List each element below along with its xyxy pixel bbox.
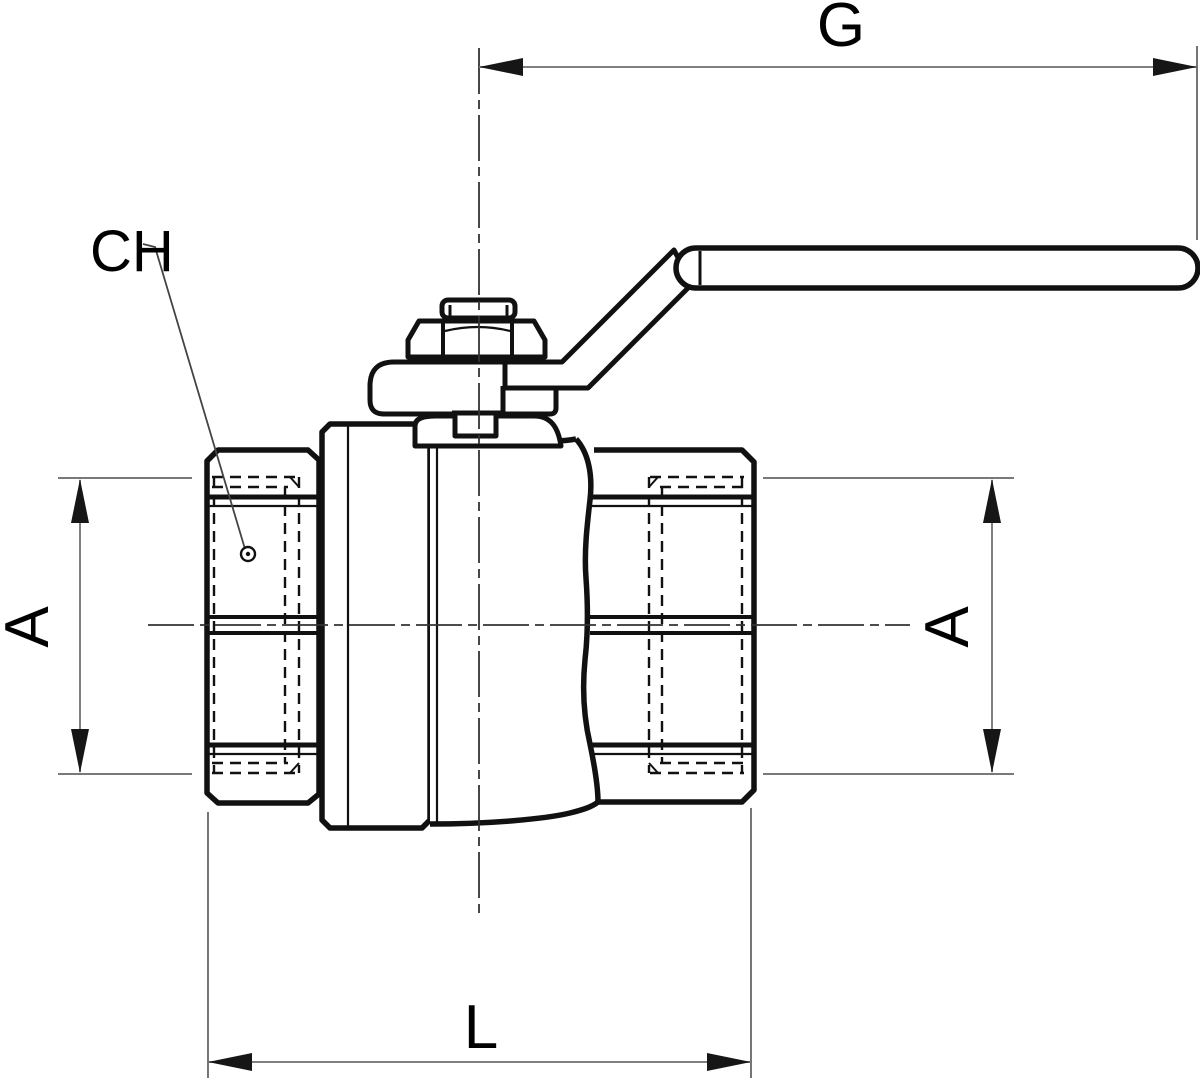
- valve-figure: [204, 245, 1200, 831]
- right-hex-cap-fill: [594, 450, 754, 802]
- stem-square-edges: [448, 305, 509, 318]
- body-barrel: [430, 442, 590, 824]
- a-left-arrow-bottom: [71, 729, 89, 773]
- dimension-g: G: [479, 0, 1198, 240]
- dimension-l: L: [207, 808, 752, 1078]
- right-hex-cap: [594, 447, 757, 805]
- handle-grip: [673, 245, 1200, 291]
- dimension-a-left: A: [0, 477, 192, 775]
- stem-nut-faces: [441, 321, 514, 357]
- body-flange: [319, 421, 433, 831]
- dim-label-g: G: [817, 0, 865, 60]
- left-hex-flats: [207, 494, 319, 756]
- a-left-arrow-top: [71, 479, 89, 523]
- ch-leader-line: [142, 243, 246, 550]
- ch-target-circle: [239, 545, 257, 563]
- centerlines: [148, 48, 910, 918]
- l-arrow-left: [208, 1053, 252, 1071]
- body-bottom-edge: [429, 799, 600, 827]
- hex-size-label-ch: CH: [90, 219, 174, 284]
- a-right-arrow-bottom: [983, 729, 1001, 773]
- dim-label-l: L: [464, 993, 498, 1062]
- dim-label-a-right: A: [913, 606, 982, 648]
- a-right-arrow-top: [983, 479, 1001, 523]
- body-cap-wavy-joint: [573, 437, 601, 803]
- right-hex-flats: [590, 494, 754, 756]
- g-arrow-right: [1153, 58, 1197, 76]
- dimension-a-right: A: [763, 477, 1014, 775]
- ch-target-dot: [245, 551, 251, 557]
- dim-label-a-left: A: [0, 606, 62, 648]
- g-arrow-left: [479, 58, 523, 76]
- left-hex-cap: [204, 447, 322, 806]
- right-thread-chamfer-ticks: [648, 476, 659, 774]
- l-arrow-right: [707, 1053, 751, 1071]
- stem-engagement-tab: [452, 410, 499, 439]
- left-thread-chamfer-ticks: [289, 476, 300, 774]
- ch-callout: [142, 243, 257, 563]
